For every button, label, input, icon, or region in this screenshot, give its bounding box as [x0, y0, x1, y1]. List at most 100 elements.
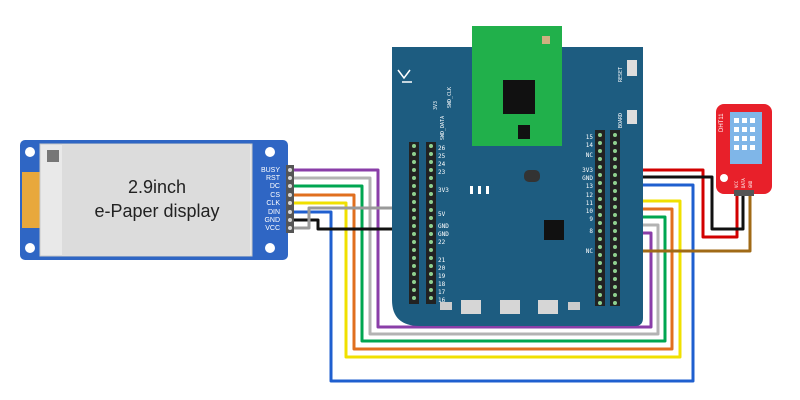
power-switch: [568, 302, 580, 310]
board-logo-icon: [397, 69, 412, 83]
header-pin: [598, 245, 602, 249]
transistor: [524, 170, 540, 182]
epaper-title-line2: e-Paper display: [94, 201, 219, 221]
left-pin-label: GND: [438, 231, 449, 238]
header-pin: [429, 296, 433, 300]
header-pin: [613, 141, 617, 145]
header-pin: [598, 157, 602, 161]
header-pin: [412, 232, 416, 236]
wire-din: [291, 183, 695, 383]
wire-sensor-data: [600, 196, 752, 253]
header-pin: [598, 253, 602, 257]
left-pin-label: 18: [438, 281, 446, 288]
left-header: [426, 142, 436, 304]
wire-vcc-epaper: [291, 206, 432, 230]
header-pin: [613, 133, 617, 137]
header-pin: [598, 165, 602, 169]
right-pin-label: 10: [586, 208, 594, 215]
header-pin: [613, 181, 617, 185]
header-pin: [598, 213, 602, 217]
header-pin: [429, 152, 433, 156]
wire-gnd-epaper: [291, 218, 432, 231]
left-pin-label: 25: [438, 153, 446, 160]
header-pin: [598, 181, 602, 185]
header-pin: [429, 208, 433, 212]
header-pin: [412, 176, 416, 180]
header-pin: [598, 221, 602, 225]
sensor-pin-vcc: VCC: [734, 180, 739, 188]
mount-hole: [265, 147, 275, 157]
header-pin: [429, 280, 433, 284]
right-header-pins: [598, 133, 617, 305]
epaper-pin-cs: CS: [270, 192, 280, 199]
dht11-sensor: DHT11 VCC DATA GND: [716, 104, 772, 196]
epaper-pin-gnd: GND: [264, 217, 280, 224]
chip-small: [470, 186, 473, 194]
header-pin: [598, 205, 602, 209]
wire-dc: [291, 184, 667, 343]
header-pin: [429, 288, 433, 292]
header-pin: [598, 189, 602, 193]
right-pin-label: 15: [586, 134, 594, 141]
header-pin: [412, 208, 416, 212]
label-board-vertical: BOARD: [618, 113, 624, 128]
header-pin: [429, 184, 433, 188]
header-pin: [613, 269, 617, 273]
header-pin: [598, 269, 602, 273]
header-pin: [429, 264, 433, 268]
header-pin: [613, 245, 617, 249]
epaper-connector: [47, 150, 59, 162]
left-pin-label: 19: [438, 273, 446, 280]
header-pin: [412, 264, 416, 268]
header-pin: [613, 157, 617, 161]
mount-hole: [25, 147, 35, 157]
right-header-outer: [610, 130, 620, 306]
header-pin: [412, 152, 416, 156]
epaper-title-line1: 2.9inch: [128, 177, 186, 197]
epaper-module: 2.9inch e-Paper display BUSY RST DC CS C…: [20, 140, 294, 260]
left-pin-label: 5V: [438, 211, 446, 218]
header-pin: [598, 301, 602, 305]
epaper-pin-vcc: VCC: [265, 225, 280, 232]
header-pin: [598, 173, 602, 177]
left-pin-label: 23: [438, 169, 446, 176]
left-pin-label: 3V3: [438, 187, 449, 194]
chip-small: [478, 186, 481, 194]
epaper-screen: [62, 144, 250, 256]
header-pin: [412, 248, 416, 252]
sensor-pin-data: DATA: [741, 178, 746, 188]
header-pin: [429, 200, 433, 204]
wire-sensor-vcc: [600, 168, 739, 239]
right-header: [595, 130, 605, 306]
wire-rst: [291, 176, 660, 336]
mcu-board-pcb: [392, 47, 643, 326]
sensor-label: DHT11: [719, 113, 725, 132]
header-pin: [412, 256, 416, 260]
chip-small: [486, 186, 489, 194]
left-pin-label: 16: [438, 297, 446, 304]
right-pin-label: GND: [582, 175, 593, 182]
sensor-pin-labels: VCC DATA GND: [734, 178, 753, 188]
label-swd-data-vertical: SWD_DATA: [440, 116, 446, 140]
header-pin: [598, 237, 602, 241]
label-reset-vertical: RESET: [618, 67, 624, 82]
header-pin: [429, 232, 433, 236]
header-pin: [613, 205, 617, 209]
label-swd-clk-vertical: SWD_CLK: [447, 87, 453, 108]
usb-port: [500, 300, 520, 314]
header-pin: [412, 200, 416, 204]
header-pin: [613, 301, 617, 305]
epaper-header-pins: [288, 168, 292, 230]
header-pin: [613, 293, 617, 297]
header-pin: [412, 280, 416, 284]
epaper-pin-busy: BUSY: [261, 167, 280, 174]
boot-button: [627, 110, 637, 124]
mcu-chip: [544, 220, 564, 240]
left-pin-label: 22: [438, 239, 446, 246]
left-pin-label: 24: [438, 161, 446, 168]
right-pin-label: 12: [586, 192, 594, 199]
header-pin: [613, 165, 617, 169]
header-pin: [598, 277, 602, 281]
radio-small-chip: [518, 125, 530, 139]
sensor-pin-gnd: GND: [748, 180, 753, 188]
